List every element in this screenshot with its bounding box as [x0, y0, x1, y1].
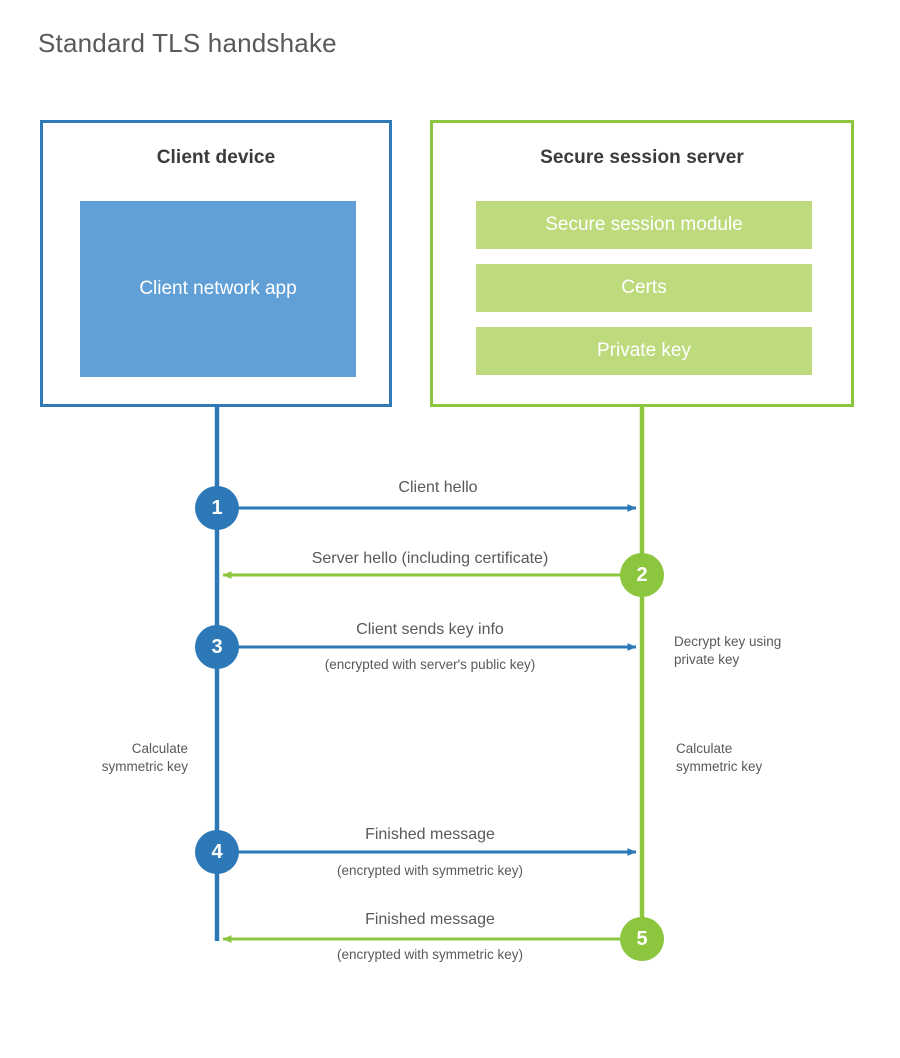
step-marker-5[interactable]: 5 — [620, 917, 664, 961]
step-marker-2[interactable]: 2 — [620, 553, 664, 597]
decrypt-key-note-line-1: Decrypt key using — [674, 634, 782, 649]
secure-session-server-title: Secure session server — [540, 147, 744, 168]
step-2-label: Server hello (including certificate) — [311, 550, 549, 567]
server-calculate-symmetric-key-note: Calculate symmetric key — [676, 740, 846, 776]
client-calculate-symmetric-key-note: Calculate symmetric key — [40, 740, 188, 776]
server-calc-note-line-2: symmetric key — [676, 759, 763, 775]
server-module-secure-session-module: Secure session module — [476, 201, 812, 249]
decrypt-key-note-line-2: private key — [674, 652, 740, 668]
step-5-label: Finished message — [365, 911, 495, 928]
decrypt-key-note: Decrypt key using private key — [674, 633, 854, 669]
step-marker-3[interactable]: 3 — [195, 625, 239, 669]
page-title: Standard TLS handshake — [38, 28, 337, 58]
client-calc-note-line-2: symmetric key — [101, 759, 188, 775]
step-3-sub-label: (encrypted with server's public key) — [324, 657, 536, 672]
server-module-certs: Certs — [476, 264, 812, 312]
server-calc-note-line-1: Calculate — [676, 741, 733, 756]
client-device-title: Client device — [156, 147, 276, 168]
client-calc-note-line-1: Calculate — [131, 741, 188, 756]
step-marker-1[interactable]: 1 — [195, 486, 239, 530]
step-marker-4[interactable]: 4 — [195, 830, 239, 874]
step-5-sub-label: (encrypted with symmetric key) — [336, 947, 524, 962]
secure-session-server-box: Secure session server Secure session mod… — [430, 120, 854, 407]
client-network-app-block: Client network app — [80, 201, 356, 377]
step-1-label: Client hello — [398, 479, 478, 496]
step-4-label: Finished message — [365, 826, 495, 843]
step-4-sub-label: (encrypted with symmetric key) — [336, 863, 524, 878]
step-3-label: Client sends key info — [356, 621, 504, 638]
client-device-box: Client device Client network app — [40, 120, 392, 407]
server-module-private-key: Private key — [476, 327, 812, 375]
